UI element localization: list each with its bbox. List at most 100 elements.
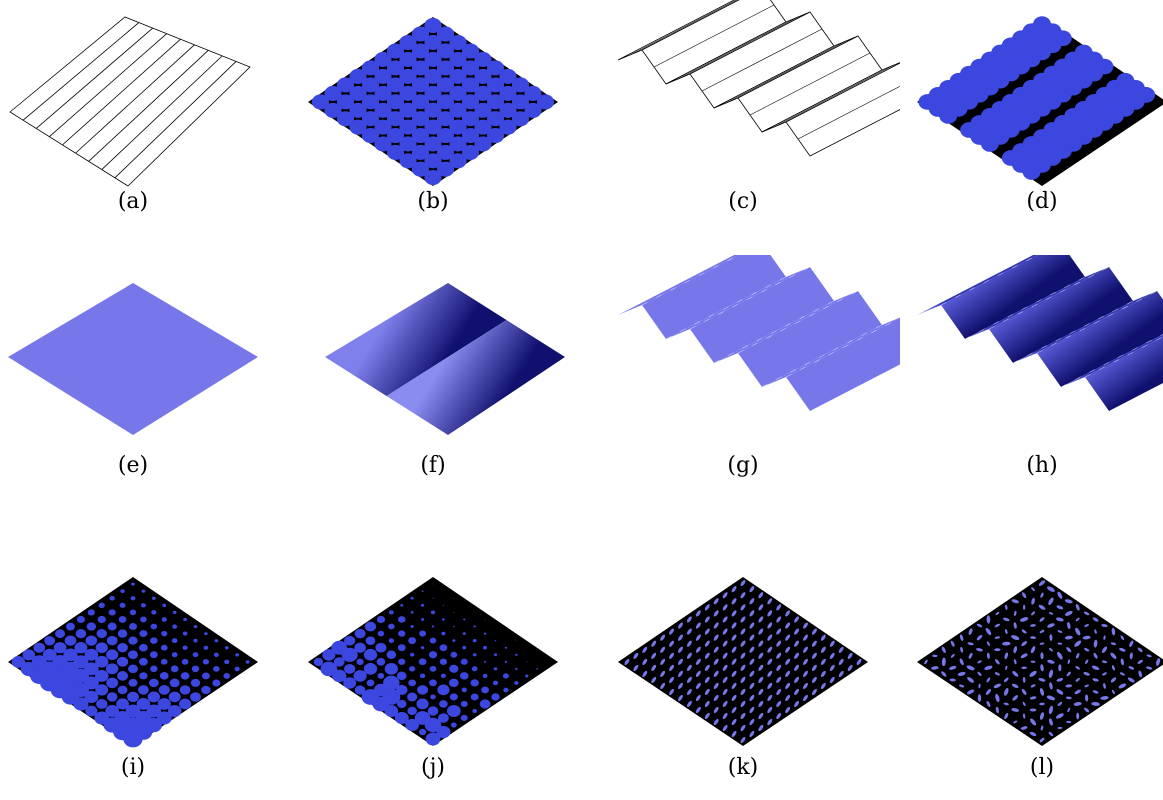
dot: [120, 589, 125, 594]
mark: [1011, 683, 1019, 688]
mark: [1129, 652, 1133, 660]
mark: [949, 678, 956, 682]
mark: [1137, 659, 1143, 664]
dot: [159, 672, 169, 680]
dot: [420, 618, 425, 621]
dot: [411, 161, 430, 177]
dot: [396, 671, 407, 681]
dot: [363, 648, 378, 661]
mark: [1029, 708, 1037, 712]
dot: [424, 51, 442, 67]
dot: [129, 609, 137, 616]
mark: [1013, 622, 1017, 629]
dot: [399, 153, 417, 169]
mark: [1029, 670, 1037, 677]
mark: [1085, 694, 1089, 702]
dot: [161, 617, 167, 622]
fold-edge: [785, 317, 900, 378]
mark: [713, 694, 719, 702]
mark: [1039, 688, 1045, 696]
mark: [722, 640, 728, 647]
dot: [336, 77, 355, 93]
mark: [749, 706, 755, 714]
mark: [1111, 627, 1116, 636]
mark: [1031, 611, 1036, 616]
mark: [758, 688, 764, 695]
mark: [1040, 592, 1044, 598]
fold-edge: [665, 276, 787, 340]
dot: [169, 678, 180, 688]
mark: [1064, 635, 1073, 640]
mark: [811, 640, 817, 647]
mark: [986, 652, 990, 659]
mark: [968, 652, 973, 659]
mark: [794, 640, 800, 647]
dot: [472, 708, 478, 714]
mark: [1011, 635, 1020, 641]
dot: [117, 642, 128, 653]
sheet-band: [386, 320, 565, 435]
mark: [1056, 617, 1064, 622]
crease-line: [101, 55, 223, 170]
mark: [820, 682, 826, 690]
mark: [776, 664, 782, 671]
dot: [374, 51, 392, 68]
mark: [1075, 652, 1080, 659]
dot: [343, 677, 357, 689]
dot: [410, 611, 414, 614]
mark: [1119, 647, 1126, 652]
dot: [213, 666, 220, 672]
panel-caption-g: (g): [727, 453, 759, 478]
mark: [678, 634, 683, 641]
fold-facet: [1085, 336, 1163, 411]
dot: [436, 161, 455, 177]
mark: [1058, 664, 1062, 672]
mark: [820, 670, 826, 678]
dot: [461, 43, 480, 59]
mark: [740, 616, 746, 623]
dot: [429, 665, 437, 672]
mark: [993, 683, 1002, 689]
mark: [986, 641, 990, 646]
dot: [399, 119, 417, 135]
mark: [713, 670, 719, 677]
dot: [223, 673, 231, 679]
mark: [1030, 646, 1036, 654]
mark: [749, 646, 755, 653]
dot: [151, 610, 157, 615]
dot: [94, 669, 109, 682]
dot: [420, 646, 425, 650]
dot: [386, 77, 405, 93]
dot: [361, 94, 380, 110]
dot: [214, 639, 219, 643]
sheet-band: [325, 283, 507, 396]
dot: [333, 657, 345, 667]
dot: [75, 628, 87, 639]
mark: [1011, 599, 1019, 604]
dot: [95, 642, 108, 654]
dot: [162, 603, 167, 608]
mark: [1013, 720, 1018, 724]
dot: [449, 153, 467, 169]
mark: [820, 634, 826, 641]
dot: [96, 629, 107, 639]
dot: [461, 127, 480, 144]
crease-line: [75, 44, 195, 154]
dot: [439, 700, 448, 708]
dot: [149, 651, 158, 659]
mark: [847, 664, 853, 672]
crease-line: [88, 50, 209, 162]
mark: [1021, 688, 1027, 695]
mark: [829, 664, 835, 672]
crease-line: [773, 64, 895, 128]
mark: [713, 706, 719, 714]
dot: [150, 637, 158, 644]
dot: [424, 68, 442, 84]
mark: [686, 628, 692, 635]
mark: [1005, 665, 1008, 670]
fold-facet: [941, 255, 1085, 339]
dot: [486, 128, 505, 144]
mark: [713, 658, 719, 665]
dot: [486, 94, 505, 110]
dot: [224, 659, 230, 665]
